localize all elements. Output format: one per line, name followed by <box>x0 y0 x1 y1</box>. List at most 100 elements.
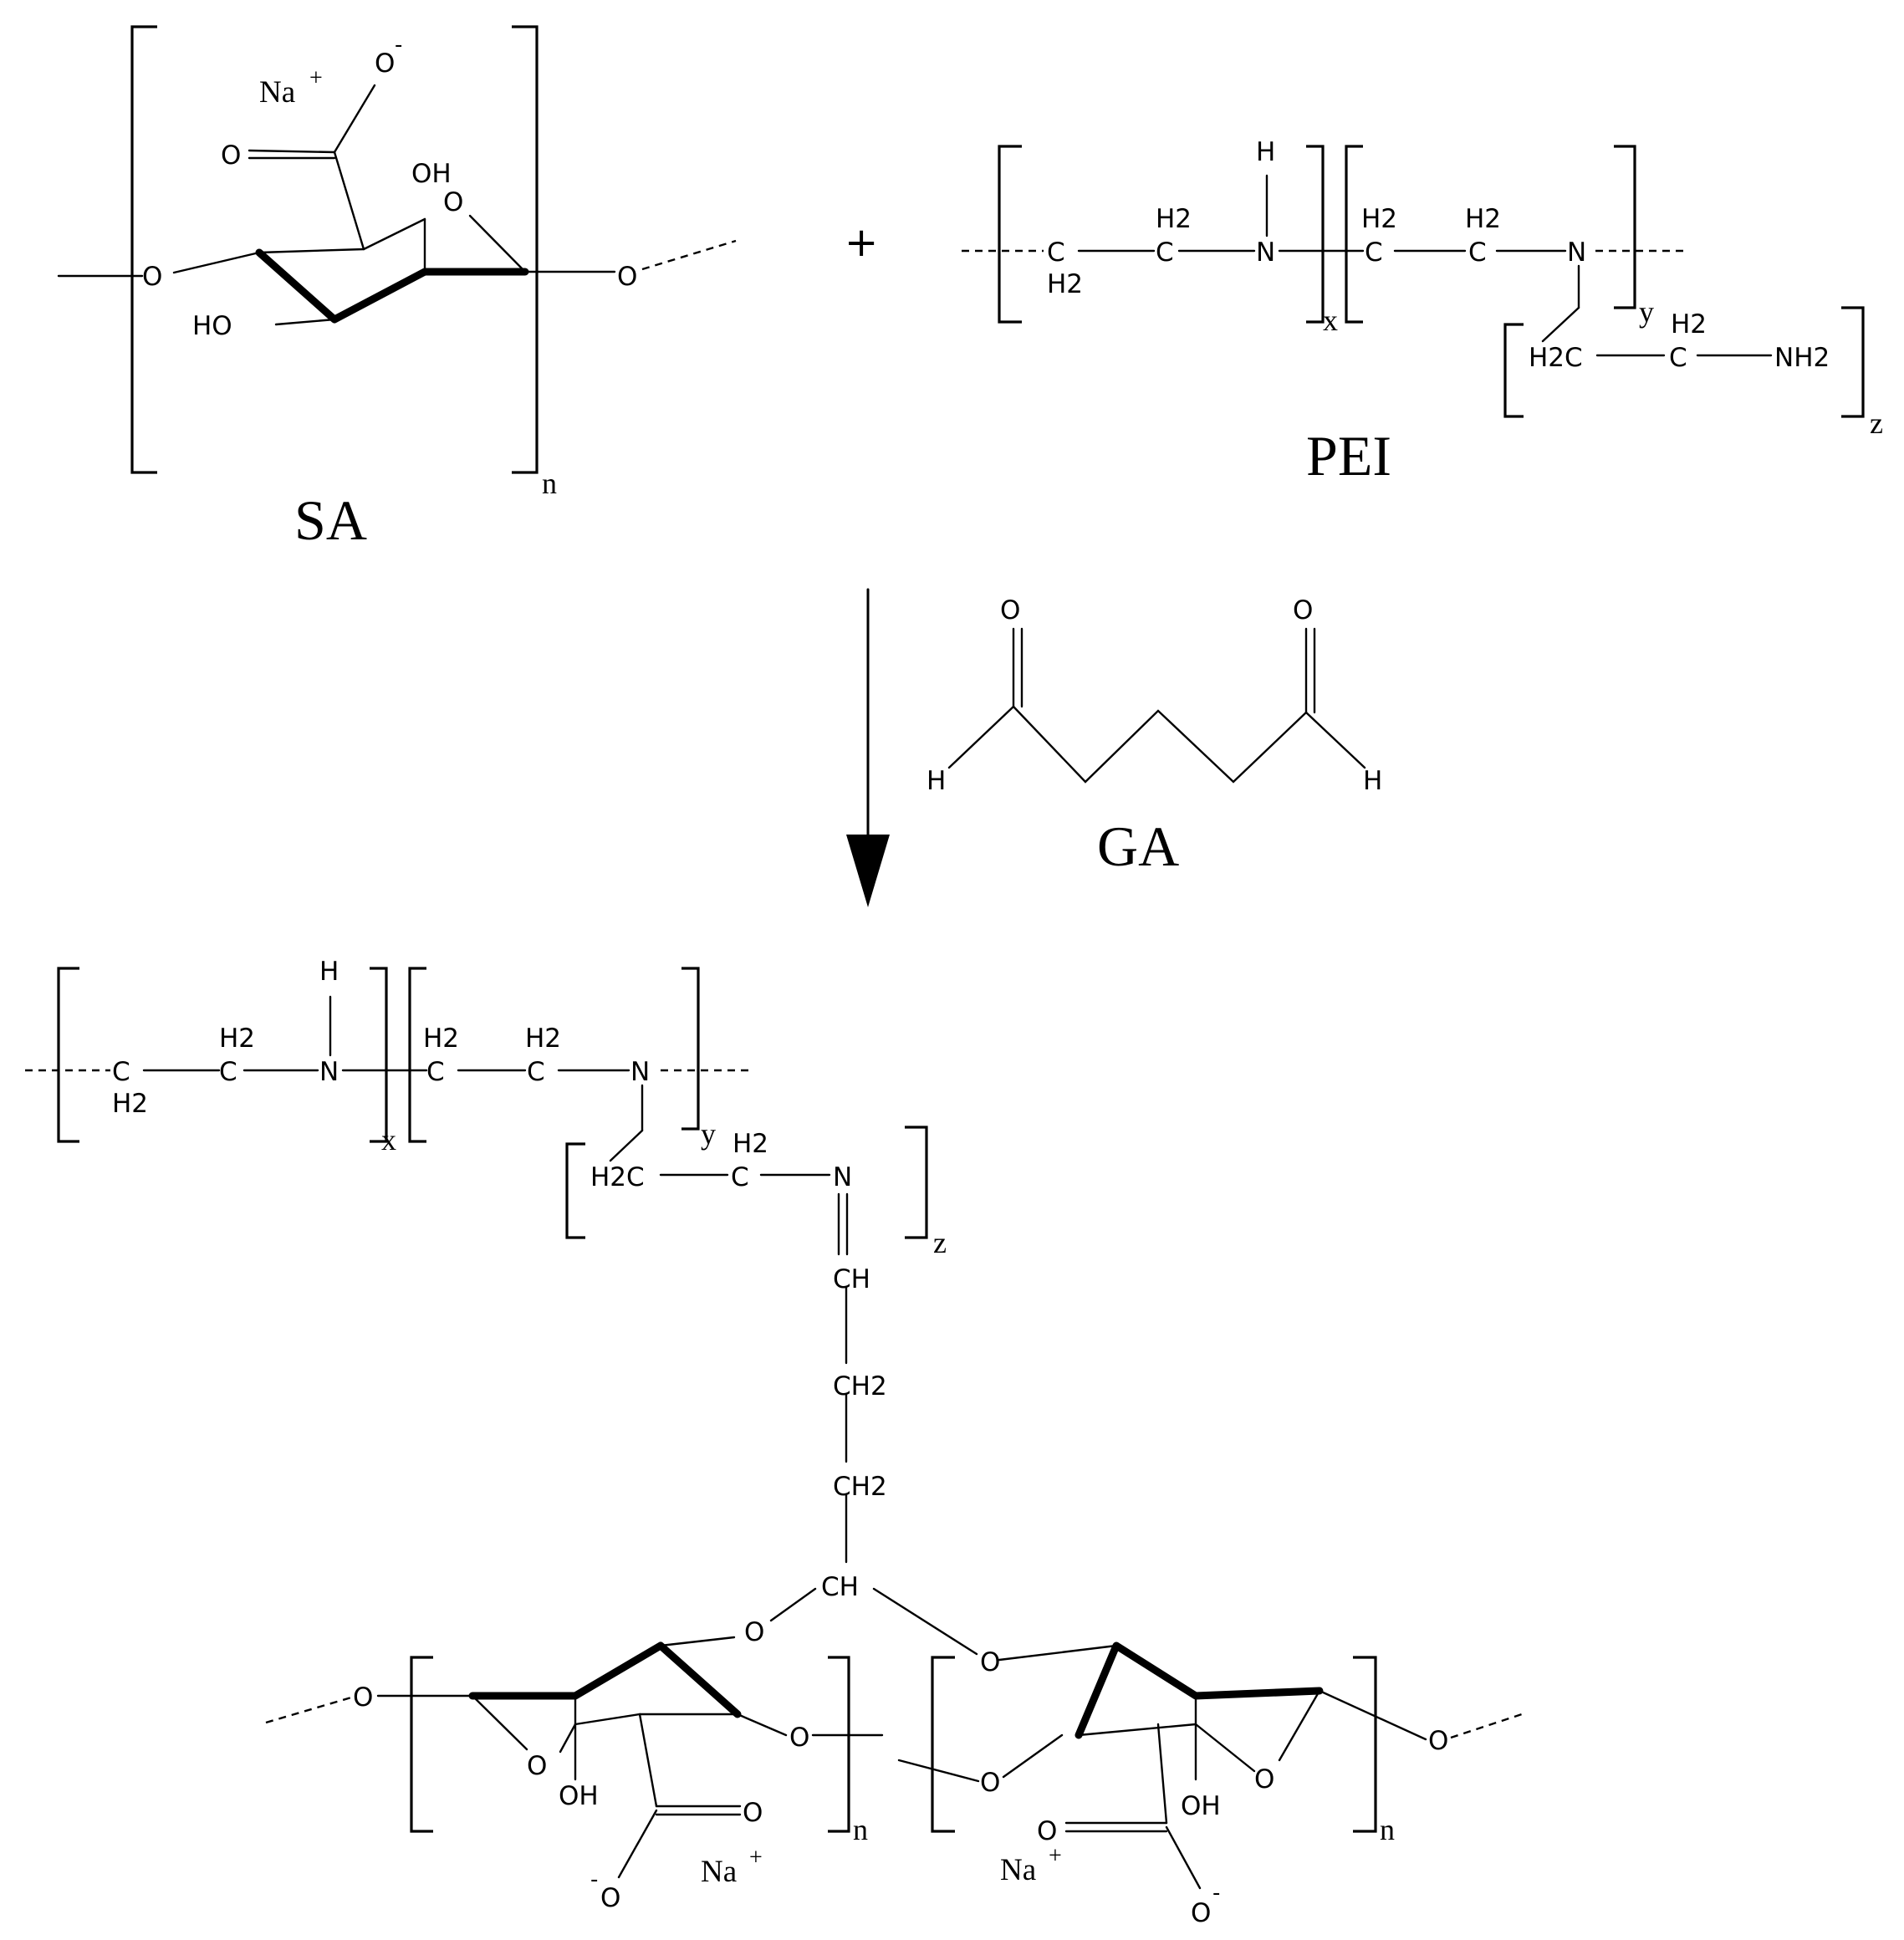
pei-c2-h2: H2 <box>1156 204 1192 234</box>
pei-n1: N <box>1256 237 1275 268</box>
sa-label: SA <box>294 488 367 552</box>
plus-sign: + <box>845 219 878 266</box>
linker-ch2-a: CH2 <box>833 1371 887 1401</box>
ga-label: GA <box>1097 814 1179 878</box>
ga-structure: O O H H GA <box>926 595 1382 878</box>
linker-acetal-ch: CH <box>821 1572 859 1602</box>
pei-c2: C <box>1156 237 1174 268</box>
prod-c5: C <box>731 1162 749 1192</box>
pei-n2: N <box>1567 237 1586 268</box>
pei-c4: C <box>1468 237 1487 268</box>
sa-ring-o: O <box>443 187 463 217</box>
pei-y-subscript: y <box>1639 295 1654 329</box>
prod-imine-n: N <box>833 1162 852 1192</box>
pei-z-right-bracket <box>1841 306 1865 418</box>
sa-structure: O O O O - Na + OH O HO n SA <box>57 25 737 552</box>
prod-sa1-minus: - <box>590 1867 598 1892</box>
prod-c4: C <box>527 1057 545 1087</box>
pei-c3: C <box>1365 237 1383 268</box>
sa-sodium: Na <box>259 75 295 110</box>
prod-sa1-n-subscript: n <box>853 1813 868 1846</box>
prod-sa2-carbonyl-o: O <box>1037 1816 1057 1846</box>
prod-sa1-sodium-charge: + <box>749 1845 763 1871</box>
prod-sa2-n-subscript: n <box>1380 1813 1395 1846</box>
prod-y-right-bracket <box>681 967 700 1131</box>
pei-c3-h2: H2 <box>1361 204 1397 234</box>
pei-x-left-bracket <box>998 145 1022 324</box>
pei-c1: C <box>1047 237 1065 268</box>
prod-sa2-ring-o: O <box>1254 1764 1274 1794</box>
prod-sa2-carboxylate-o: O <box>1191 1898 1211 1928</box>
sa-sodium-charge: + <box>309 65 323 91</box>
prod-n2: N <box>630 1057 650 1087</box>
prod-sa2-left-bracket <box>931 1656 955 1833</box>
prod-sa1-o-right: O <box>789 1723 809 1753</box>
prod-c1: C <box>112 1057 130 1087</box>
pei-structure: C H2 C H2 N H C H2 C H2 N H2C C H2 NH2 x… <box>962 137 1883 488</box>
prod-sa2-right-bracket <box>1353 1656 1377 1833</box>
prod-sa1-o-left: O <box>353 1682 373 1713</box>
prod-c4-h2: H2 <box>525 1024 561 1054</box>
pei-h2c: H2C <box>1529 343 1583 373</box>
pei-label: PEI <box>1306 424 1391 488</box>
prod-sa2-o-left: O <box>980 1768 1000 1798</box>
prod-x-subscript: x <box>381 1123 396 1156</box>
prod-c3: C <box>426 1057 445 1087</box>
pei-x-subscript: x <box>1323 304 1338 337</box>
prod-sa1-sodium: Na <box>701 1855 737 1889</box>
prod-x-right-bracket <box>370 967 388 1143</box>
prod-c1-h2: H2 <box>112 1089 148 1119</box>
prod-sa2-sodium: Na <box>1000 1853 1036 1887</box>
sa-carbonyl-o: O <box>221 140 241 171</box>
prod-c2: C <box>219 1057 237 1087</box>
prod-sa2-minus: - <box>1212 1881 1220 1906</box>
prod-c3-h2: H2 <box>423 1024 459 1054</box>
sa-minus-charge: - <box>395 33 402 58</box>
sa-oh: OH <box>411 159 452 189</box>
prod-sa1-right-bracket <box>828 1656 850 1833</box>
prod-sa1-oh: OH <box>559 1781 599 1811</box>
prod-sa1-carbonyl-o: O <box>743 1798 763 1828</box>
prod-sa1-ring-o: O <box>527 1751 547 1781</box>
ga-h-right: H <box>1363 766 1382 796</box>
pei-z-left-bracket <box>1503 323 1524 418</box>
product-alginate: O O O O OH O O - Na + n O O O OH O O - N… <box>265 1587 1523 1928</box>
prod-sa2-sodium-charge: + <box>1049 1843 1062 1869</box>
ga-o-right: O <box>1293 595 1313 625</box>
pei-n1-h: H <box>1256 137 1275 167</box>
pei-x-right-bracket <box>1306 145 1325 324</box>
sa-ho: HO <box>192 311 232 341</box>
prod-n1-h: H <box>319 957 339 987</box>
prod-y-left-bracket <box>408 967 426 1143</box>
sa-n-subscript: n <box>542 467 557 500</box>
prod-z-subscript: z <box>933 1226 947 1259</box>
prod-z-right-bracket <box>905 1126 928 1239</box>
ga-h-left: H <box>926 766 946 796</box>
pei-c5-h2: H2 <box>1671 309 1707 340</box>
prod-x-left-bracket <box>57 967 79 1143</box>
sa-right-bracket <box>512 25 539 474</box>
prod-n1: N <box>319 1057 339 1087</box>
sa-o-left: O <box>142 262 162 292</box>
sa-o-right: O <box>617 262 637 292</box>
sa-carboxylate-o: O <box>375 48 395 79</box>
pei-z-subscript: z <box>1870 406 1883 440</box>
prod-h2c: H2C <box>590 1162 645 1192</box>
product-pei: C H2 C H2 N H C H2 C H2 N H2C C H2 N x y… <box>25 957 947 1259</box>
pei-c5: C <box>1669 343 1687 373</box>
prod-z-left-bracket <box>565 1142 585 1239</box>
prod-c2-h2: H2 <box>219 1024 255 1054</box>
sa-left-bracket <box>130 25 157 474</box>
ga-o-left: O <box>1000 595 1020 625</box>
product-linker: CH CH2 CH2 CH <box>821 1192 887 1602</box>
reaction-arrow <box>846 588 890 907</box>
prod-y-subscript: y <box>701 1117 716 1151</box>
linker-ch: CH <box>833 1264 870 1294</box>
pei-c1-h2: H2 <box>1047 269 1083 299</box>
pei-y-right-bracket <box>1614 145 1636 309</box>
pei-c4-h2: H2 <box>1465 204 1501 234</box>
prod-sa1-left-bracket <box>410 1656 433 1833</box>
prod-sa1-carboxylate-o: O <box>600 1883 620 1913</box>
pei-y-left-bracket <box>1345 145 1363 324</box>
